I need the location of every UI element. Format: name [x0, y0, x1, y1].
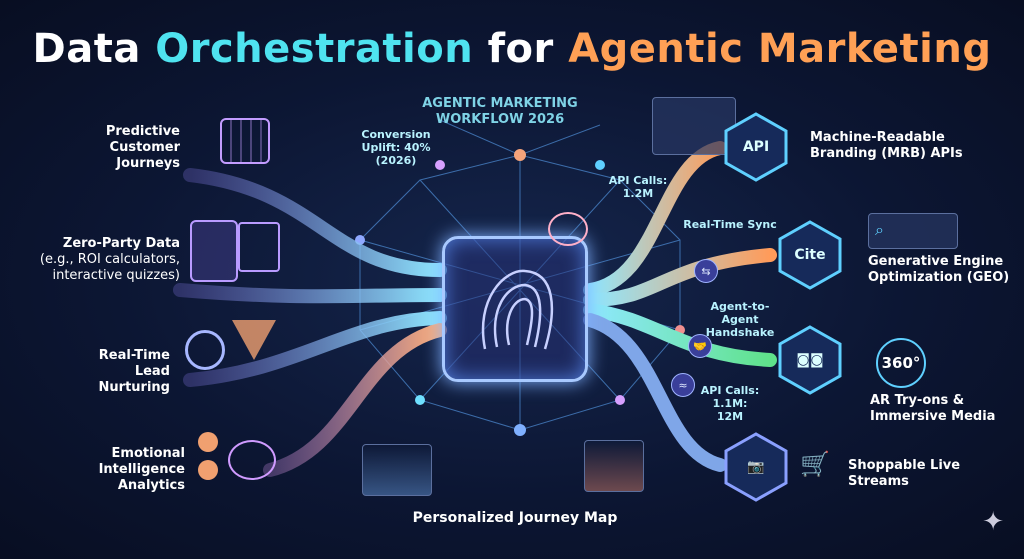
input-label-zero-party: Zero-Party Data(e.g., ROI calculators, i…: [20, 236, 180, 284]
output-label-live: Shoppable Live Streams: [848, 458, 961, 489]
title-part: Data: [32, 26, 156, 72]
journey-chart-icon: [362, 444, 432, 496]
sparkle-icon: ✦: [982, 507, 1004, 537]
hex-cite: Cite: [778, 220, 842, 290]
title-part: Agentic Marketing: [568, 26, 992, 72]
hex-api: API: [724, 112, 788, 182]
input-label-emotional: Emotional Intelligence Analytics: [98, 446, 185, 493]
zero-party-sub: (e.g., ROI calculators, interactive quiz…: [39, 252, 180, 283]
hex-camera: 📷: [724, 432, 788, 502]
handshake-icon: 🤝: [688, 334, 712, 358]
magnifier-icon: [185, 330, 225, 370]
brain-icon: [228, 440, 276, 480]
api-icon: ≈: [671, 373, 695, 397]
output-label-geo: Generative Engine Optimization (GEO): [868, 254, 1010, 285]
conversion-uplift: Conversion Uplift: 40% (2026): [361, 128, 431, 167]
workflow-title: AGENTIC MARKETING WORKFLOW 2026: [422, 96, 578, 127]
input-label-predictive: Predictive Customer Journeys: [105, 124, 180, 171]
zero-party-title: Zero-Party Data: [62, 236, 180, 251]
sync-icon: ⇆: [694, 259, 718, 283]
hex-ar-glasses: ◙◙: [778, 325, 842, 395]
vr-glasses-icon: ◙◙: [796, 352, 824, 368]
checklist-icon: [238, 222, 280, 272]
api-calls-2: API Calls: 1.1M: 12M: [700, 384, 760, 423]
output-label-ar: AR Try-ons & Immersive Media: [870, 393, 996, 424]
camera-icon: 📷: [747, 459, 765, 475]
fingerprint-icon: [481, 269, 554, 350]
brain-icon: [548, 212, 588, 246]
journey-chart-icon: [584, 440, 644, 492]
input-flows: [173, 168, 447, 477]
realtime-sync: Real-Time Sync: [683, 218, 777, 231]
hex-api-text: API: [742, 139, 770, 155]
output-label-mrb: Machine-Readable Branding (MRB) APIs: [810, 130, 963, 161]
calendar-icon: [220, 118, 270, 164]
face-icon: [198, 432, 218, 452]
face-icon: [198, 460, 218, 480]
title-part: Orchestration: [155, 26, 474, 72]
hex-cite-text: Cite: [794, 247, 826, 263]
agent-handshake: Agent-to-Agent Handshake: [705, 300, 775, 339]
search-window-icon: ⌕: [868, 213, 958, 249]
fingerprint-head-core: [442, 236, 588, 382]
personalized-journey-map-label: Personalized Journey Map: [412, 510, 618, 526]
title-part: for: [473, 26, 569, 72]
cart-icon: 🛒: [800, 450, 830, 478]
input-label-lead-nurturing: Real-Time Lead Nurturing: [98, 348, 170, 395]
sphere-360-icon: 360°: [876, 338, 926, 388]
funnel-icon: [232, 320, 276, 360]
dashboard-chart-icon: [652, 97, 736, 155]
calculator-icon: [190, 220, 238, 282]
page-title: Data Orchestration for Agentic Marketing: [0, 26, 1024, 72]
output-flows: [583, 141, 777, 472]
api-calls-1: API Calls: 1.2M: [608, 174, 668, 200]
